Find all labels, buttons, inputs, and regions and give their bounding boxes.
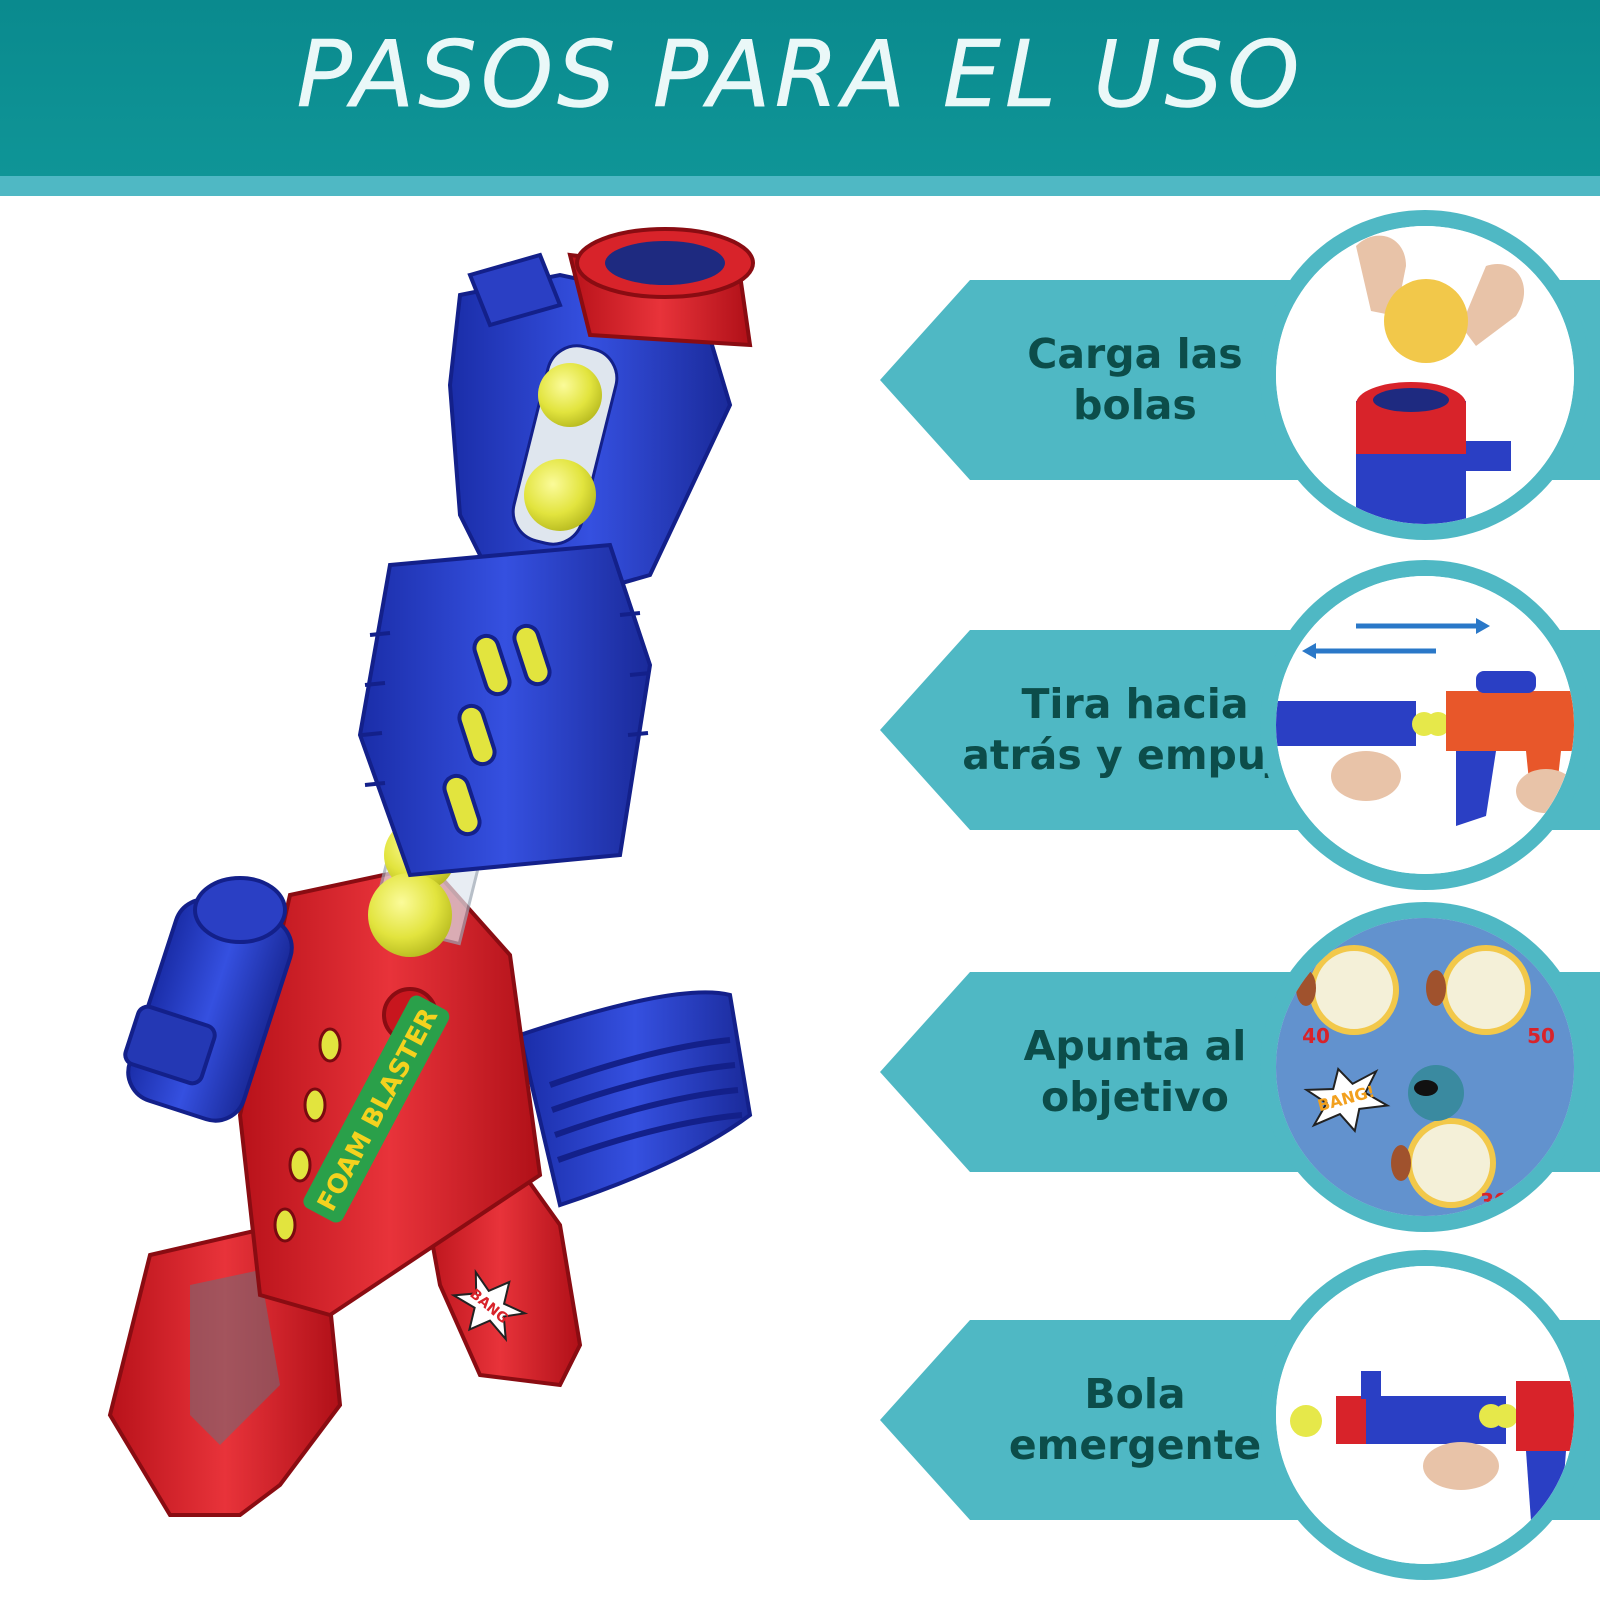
toy-blaster-illustration: FOAM BLASTER BANG (107, 227, 755, 1517)
step-2-photo-frame (1260, 560, 1590, 890)
toy-ball (538, 363, 602, 427)
target-ring (1426, 945, 1531, 1035)
header-banner: PASOS PARA EL USO (0, 0, 1600, 176)
step-1-label: Carga las bolas (1027, 330, 1243, 429)
step-1-photo-frame (1260, 210, 1590, 540)
hand-icon (1423, 1442, 1499, 1490)
toy-body-holes (273, 1027, 342, 1243)
step-4-label: Bola emergente (1008, 1370, 1262, 1469)
page-title: PASOS PARA EL USO (296, 21, 1304, 129)
target-score-label: 40 (1302, 1024, 1330, 1048)
toy-barrel-sight (467, 252, 563, 328)
toy-scope (123, 876, 294, 1123)
toy-ball (524, 459, 596, 531)
step-3-photo: 40 50 30 BANG! (1276, 918, 1574, 1216)
header-stripe (0, 176, 1600, 196)
target-ring (1391, 1118, 1496, 1208)
foam-ball-icon (1384, 279, 1468, 363)
toy-magazine (517, 990, 753, 1208)
toy-handguard (357, 542, 653, 878)
push-pull-arrows-icon (1302, 618, 1490, 659)
step-3-photo-frame: 40 50 30 BANG! (1260, 902, 1590, 1232)
foam-ball-icon (1290, 1405, 1322, 1437)
target-ring (1296, 945, 1399, 1035)
hand-icon (1461, 264, 1525, 346)
target-score-label: 50 (1527, 1024, 1555, 1048)
toy-stock-tube (190, 1270, 280, 1445)
hand-icon (1516, 769, 1574, 813)
toy-magazine-ridges (548, 1037, 743, 1163)
toy-muzzle (567, 227, 755, 348)
toy-bang-sticker: BANG (450, 1268, 529, 1343)
toy-handguard-ribs (361, 611, 651, 787)
step-4-photo-frame (1260, 1250, 1590, 1580)
hand-icon (1331, 751, 1401, 801)
step-2-photo (1276, 576, 1574, 874)
step-4-photo (1276, 1266, 1574, 1564)
gun-body-icon (1446, 691, 1574, 751)
gun-barrel-icon (1276, 701, 1416, 746)
gun-body-icon (1516, 1381, 1574, 1451)
step-3-label: Apunta al objetivo (1023, 1022, 1247, 1121)
step-1-photo (1276, 226, 1574, 524)
target-score-label: 30 (1480, 1189, 1508, 1213)
toy-handguard-slots (442, 623, 552, 837)
toy-ball (368, 873, 452, 957)
zombie-face-icon (1408, 1065, 1464, 1121)
toy-blaster-image: FOAM BLASTER BANG (90, 215, 810, 1575)
